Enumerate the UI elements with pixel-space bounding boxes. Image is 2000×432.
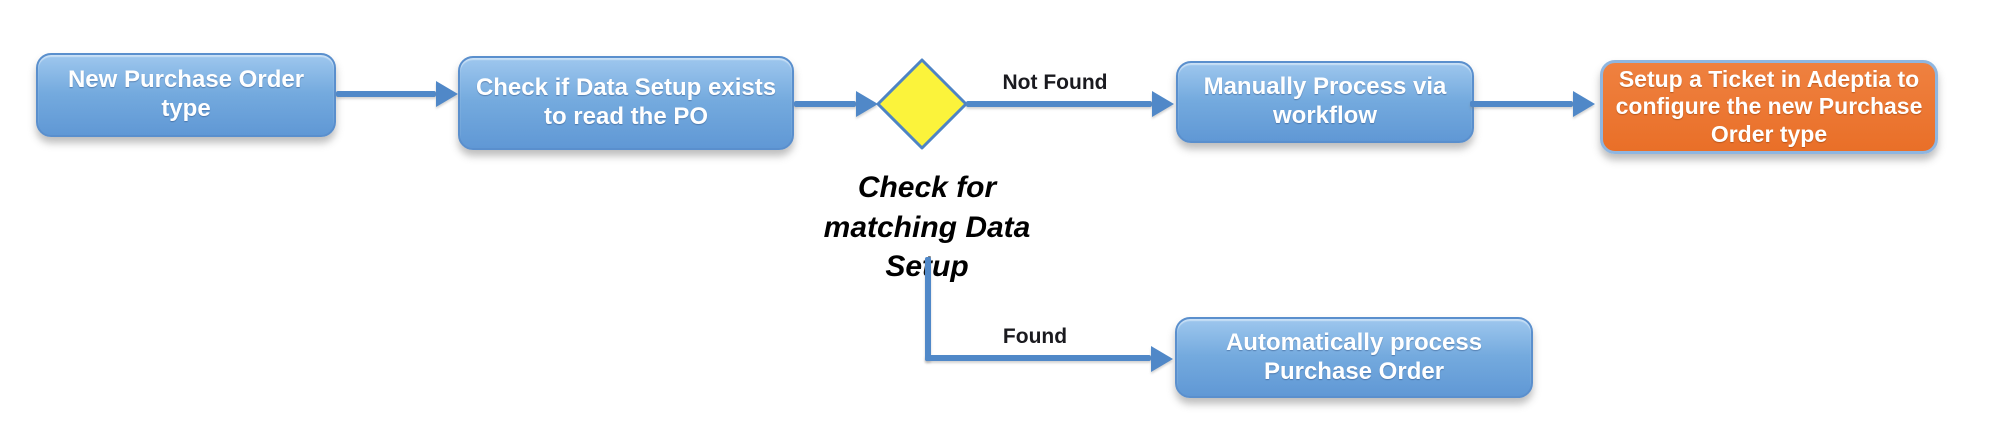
connector-decision-down bbox=[925, 257, 931, 361]
arrowhead-icon bbox=[1151, 346, 1173, 372]
node-label: New Purchase Order type bbox=[67, 66, 305, 122]
connector-newpo-to-check bbox=[336, 91, 436, 97]
arrowhead-icon bbox=[1152, 91, 1174, 117]
diamond-shape-icon bbox=[876, 58, 968, 150]
node-setup-ticket-in-adeptia: Setup a Ticket in Adeptia to configure t… bbox=[1600, 60, 1938, 154]
node-new-purchase-order-type: New Purchase Order type bbox=[36, 53, 336, 137]
connector-found-to-auto bbox=[925, 355, 1151, 361]
connector-manual-to-ticket bbox=[1470, 101, 1573, 107]
node-label: Setup a Ticket in Adeptia to configure t… bbox=[1615, 65, 1923, 147]
connector-decision-to-manual bbox=[966, 101, 1152, 107]
edge-label-found: Found bbox=[1002, 325, 1068, 348]
node-label: Check if Data Setup exists to read the P… bbox=[475, 74, 777, 130]
node-automatically-process-purchase-order: Automatically process Purchase Order bbox=[1175, 317, 1533, 398]
edge-label-not-found: Not Found bbox=[1002, 71, 1108, 94]
arrowhead-icon bbox=[436, 81, 458, 107]
node-manually-process-via-workflow: Manually Process via workflow bbox=[1176, 61, 1474, 143]
arrowhead-icon bbox=[856, 91, 878, 117]
decision-caption: Check for matching Data Setup bbox=[823, 171, 1031, 283]
arrowhead-icon bbox=[1573, 91, 1595, 117]
connector-check-to-decision bbox=[794, 101, 856, 107]
node-check-data-setup-exists: Check if Data Setup exists to read the P… bbox=[458, 56, 794, 150]
node-label: Manually Process via workflow bbox=[1203, 73, 1447, 129]
decision-diamond bbox=[876, 58, 968, 150]
node-label: Automatically process Purchase Order bbox=[1225, 328, 1483, 385]
